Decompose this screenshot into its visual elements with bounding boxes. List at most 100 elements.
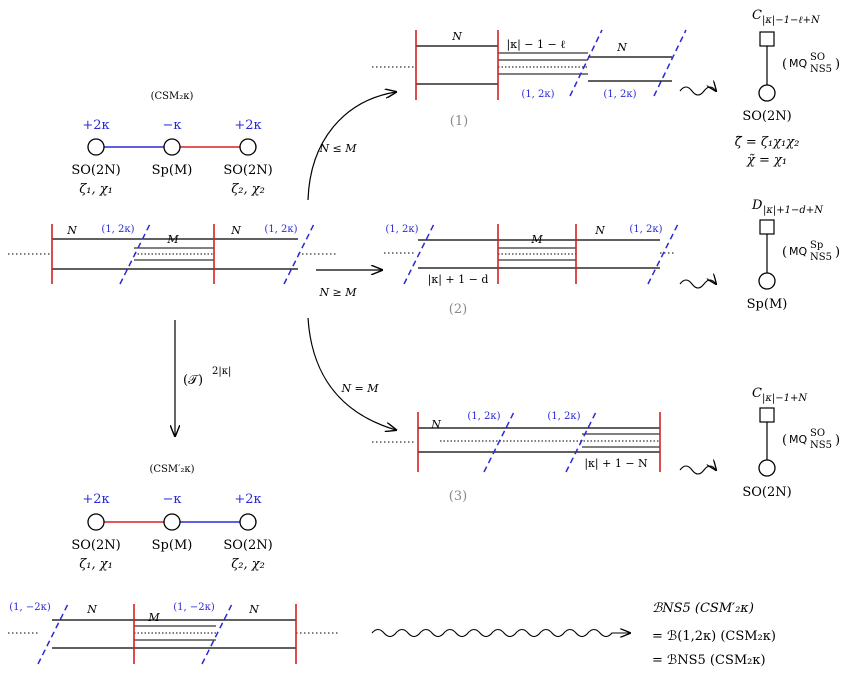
case-3-fivebrane-1 <box>483 411 515 473</box>
case-1-fivebrane-label-2: (1, 2κ) <box>603 89 636 100</box>
bottom-quiver-node-so-right <box>239 513 257 531</box>
case-3-label-kappa: |κ| + 1 − N <box>584 457 648 471</box>
bottom-quiver-fugacity-2: ζ₂, χ₂ <box>231 557 265 572</box>
case-3-paren-right: ) <box>835 433 840 448</box>
case-1-mq-sub: NS5 <box>810 64 832 75</box>
case-2-label-n: N <box>594 224 605 237</box>
branch-arrows: N ≤ M N ≥ M N = M (𝒯) 2|κ| <box>175 92 396 436</box>
case-1-quiver-bottom: SO(2N) <box>742 109 791 124</box>
case-2-mq-sup: Sp <box>810 240 823 251</box>
case-2-paren-left: ( <box>782 245 787 260</box>
case-3-mq: MQ <box>789 433 807 446</box>
case-2-fivebrane-label-1: (1, 2κ) <box>385 224 418 235</box>
case-3-flavor-box <box>759 407 775 423</box>
case-1-paren-right: ) <box>835 57 840 72</box>
case-2-squiggle-arrow <box>679 280 716 289</box>
bottom-squiggle-arrow <box>371 630 630 637</box>
main-brane-fivebrane-label-1: (1, 2κ) <box>101 224 134 235</box>
case-1-relation-1: ζ̃ = ζ₁χ₁χ₂ <box>735 135 800 150</box>
bottom-quiver-node-so-left <box>87 513 105 531</box>
case-3-fivebrane-label-2: (1, 2κ) <box>547 411 580 422</box>
top-quiver-fugacity-2: ζ₂, χ₂ <box>231 182 265 197</box>
bottom-brane-fivebrane-2 <box>201 603 233 665</box>
bottom-quiver-level-3: +2κ <box>234 492 261 507</box>
arrow-label-case-3: N = M <box>340 382 379 395</box>
case-1-quiver: C |κ|−1−ℓ+N ( MQ SO NS5 ) SO(2N) ζ̃ = ζ₁… <box>735 8 840 168</box>
case-3-mq-sup: SO <box>810 428 825 439</box>
bottom-quiver-title: (CSM′₂κ) <box>149 464 194 475</box>
case-2-quiver-top: D <box>751 198 763 213</box>
case-3-quiver-node <box>758 459 776 477</box>
case-2-mq-sub: NS5 <box>810 252 832 263</box>
bottom-brane-fivebrane-label-2: (1, −2κ) <box>173 602 215 613</box>
case-2-label-m: M <box>530 233 543 246</box>
case-3-fivebrane-2 <box>565 411 597 473</box>
main-brane: N M N (1, 2κ) (1, 2κ) <box>8 223 338 285</box>
top-quiver-group-3: SO(2N) <box>223 163 272 178</box>
case-3-brane: N |κ| + 1 − N (1, 2κ) (1, 2κ) (3) <box>372 411 716 504</box>
top-quiver-node-sp <box>163 138 181 156</box>
case-1-number: (1) <box>450 114 468 129</box>
bottom-brane-label-n-right: N <box>248 603 259 616</box>
case-2-mq: MQ <box>789 245 807 258</box>
bottom-quiver-group-1: SO(2N) <box>71 538 120 553</box>
main-brane-label-n-left: N <box>66 224 77 237</box>
case-1-label-n-right: N <box>616 41 627 54</box>
case-1-relation-2: χ̃ = χ₁ <box>746 153 787 168</box>
case-3-fivebrane-label-1: (1, 2κ) <box>467 411 500 422</box>
bottom-quiver: (CSM′₂κ) +2κ −κ +2κ SO(2N) Sp(M) SO(2N) … <box>71 464 272 572</box>
top-quiver-group-2: Sp(M) <box>152 163 193 178</box>
case-3-paren-left: ( <box>782 433 787 448</box>
case-2-fivebrane-2 <box>647 223 679 285</box>
top-quiver-title: (CSM₂κ) <box>151 91 194 102</box>
main-brane-label-n-right: N <box>230 224 241 237</box>
case-2-flavor-box <box>759 219 775 235</box>
case-2-fivebrane-1 <box>403 223 435 285</box>
case-3-quiver-bottom: SO(2N) <box>742 485 791 500</box>
arrow-case-1 <box>307 92 396 201</box>
case-1-mq-sup: SO <box>810 52 825 63</box>
bottom-brane-label-m: M <box>147 611 160 624</box>
top-quiver: (CSM₂κ) +2κ −κ +2κ SO(2N) Sp(M) SO(2N) ζ… <box>71 91 272 197</box>
bottom-quiver-group-3: SO(2N) <box>223 538 272 553</box>
case-2-number: (2) <box>449 302 467 317</box>
top-quiver-level-3: +2κ <box>234 118 261 133</box>
bottom-brane-fivebrane-1 <box>37 603 69 665</box>
bottom-quiver-group-2: Sp(M) <box>152 538 193 553</box>
bottom-brane-fivebrane-label-1: (1, −2κ) <box>9 602 51 613</box>
case-1-flavor-box <box>759 31 775 47</box>
top-quiver-node-so-left <box>87 138 105 156</box>
case-2-quiver-bottom: Sp(M) <box>747 297 788 312</box>
case-1-quiver-node <box>758 84 776 102</box>
transform-exponent: 2|κ| <box>212 366 231 377</box>
result-line-3: = ℬNS5 (CSM₂κ) <box>652 653 766 668</box>
case-1-brane: N |κ| − 1 − ℓ N (1, 2κ) (1, 2κ) (1) <box>372 29 716 129</box>
case-3-quiver: C |κ|−1+N ( MQ SO NS5 ) SO(2N) <box>742 386 840 500</box>
result-line-2: = ℬ(1,2κ) (CSM₂κ) <box>652 629 776 644</box>
case-2-quiver: D |κ|+1−d+N ( MQ Sp NS5 ) Sp(M) <box>747 198 840 312</box>
case-2-quiver-node <box>758 272 776 290</box>
arrow-label-case-2: N ≥ M <box>318 286 357 299</box>
case-1-label-kappa: |κ| − 1 − ℓ <box>507 38 566 52</box>
main-brane-fivebrane-2 <box>283 223 315 285</box>
case-1-mq: MQ <box>789 57 807 70</box>
case-2-brane: M N |κ| + 1 − d (1, 2κ) (1, 2κ) (2) <box>384 223 716 317</box>
bottom-quiver-fugacity-1: ζ₁, χ₁ <box>79 557 113 572</box>
result-line-1: ℬNS5 (CSM′₂κ) <box>652 601 754 616</box>
case-2-paren-right: ) <box>835 245 840 260</box>
case-1-paren-left: ( <box>782 57 787 72</box>
main-brane-fivebrane-label-2: (1, 2κ) <box>264 224 297 235</box>
main-brane-fivebrane-1 <box>119 223 151 285</box>
case-3-mq-sub: NS5 <box>810 440 832 451</box>
case-1-fivebrane-label-1: (1, 2κ) <box>521 89 554 100</box>
case-1-quiver-top-sub: |κ|−1−ℓ+N <box>762 15 821 26</box>
arrow-label-case-1: N ≤ M <box>318 142 357 155</box>
main-brane-label-m: M <box>166 233 179 246</box>
case-1-fivebrane-1 <box>569 29 603 97</box>
bottom-brane-label-n-left: N <box>86 603 97 616</box>
transform-label: (𝒯) <box>183 373 203 388</box>
top-quiver-level-2: −κ <box>162 118 181 133</box>
bottom-brane: N M N (1, −2κ) (1, −2κ) <box>8 602 340 665</box>
case-1-squiggle-arrow <box>679 87 716 96</box>
